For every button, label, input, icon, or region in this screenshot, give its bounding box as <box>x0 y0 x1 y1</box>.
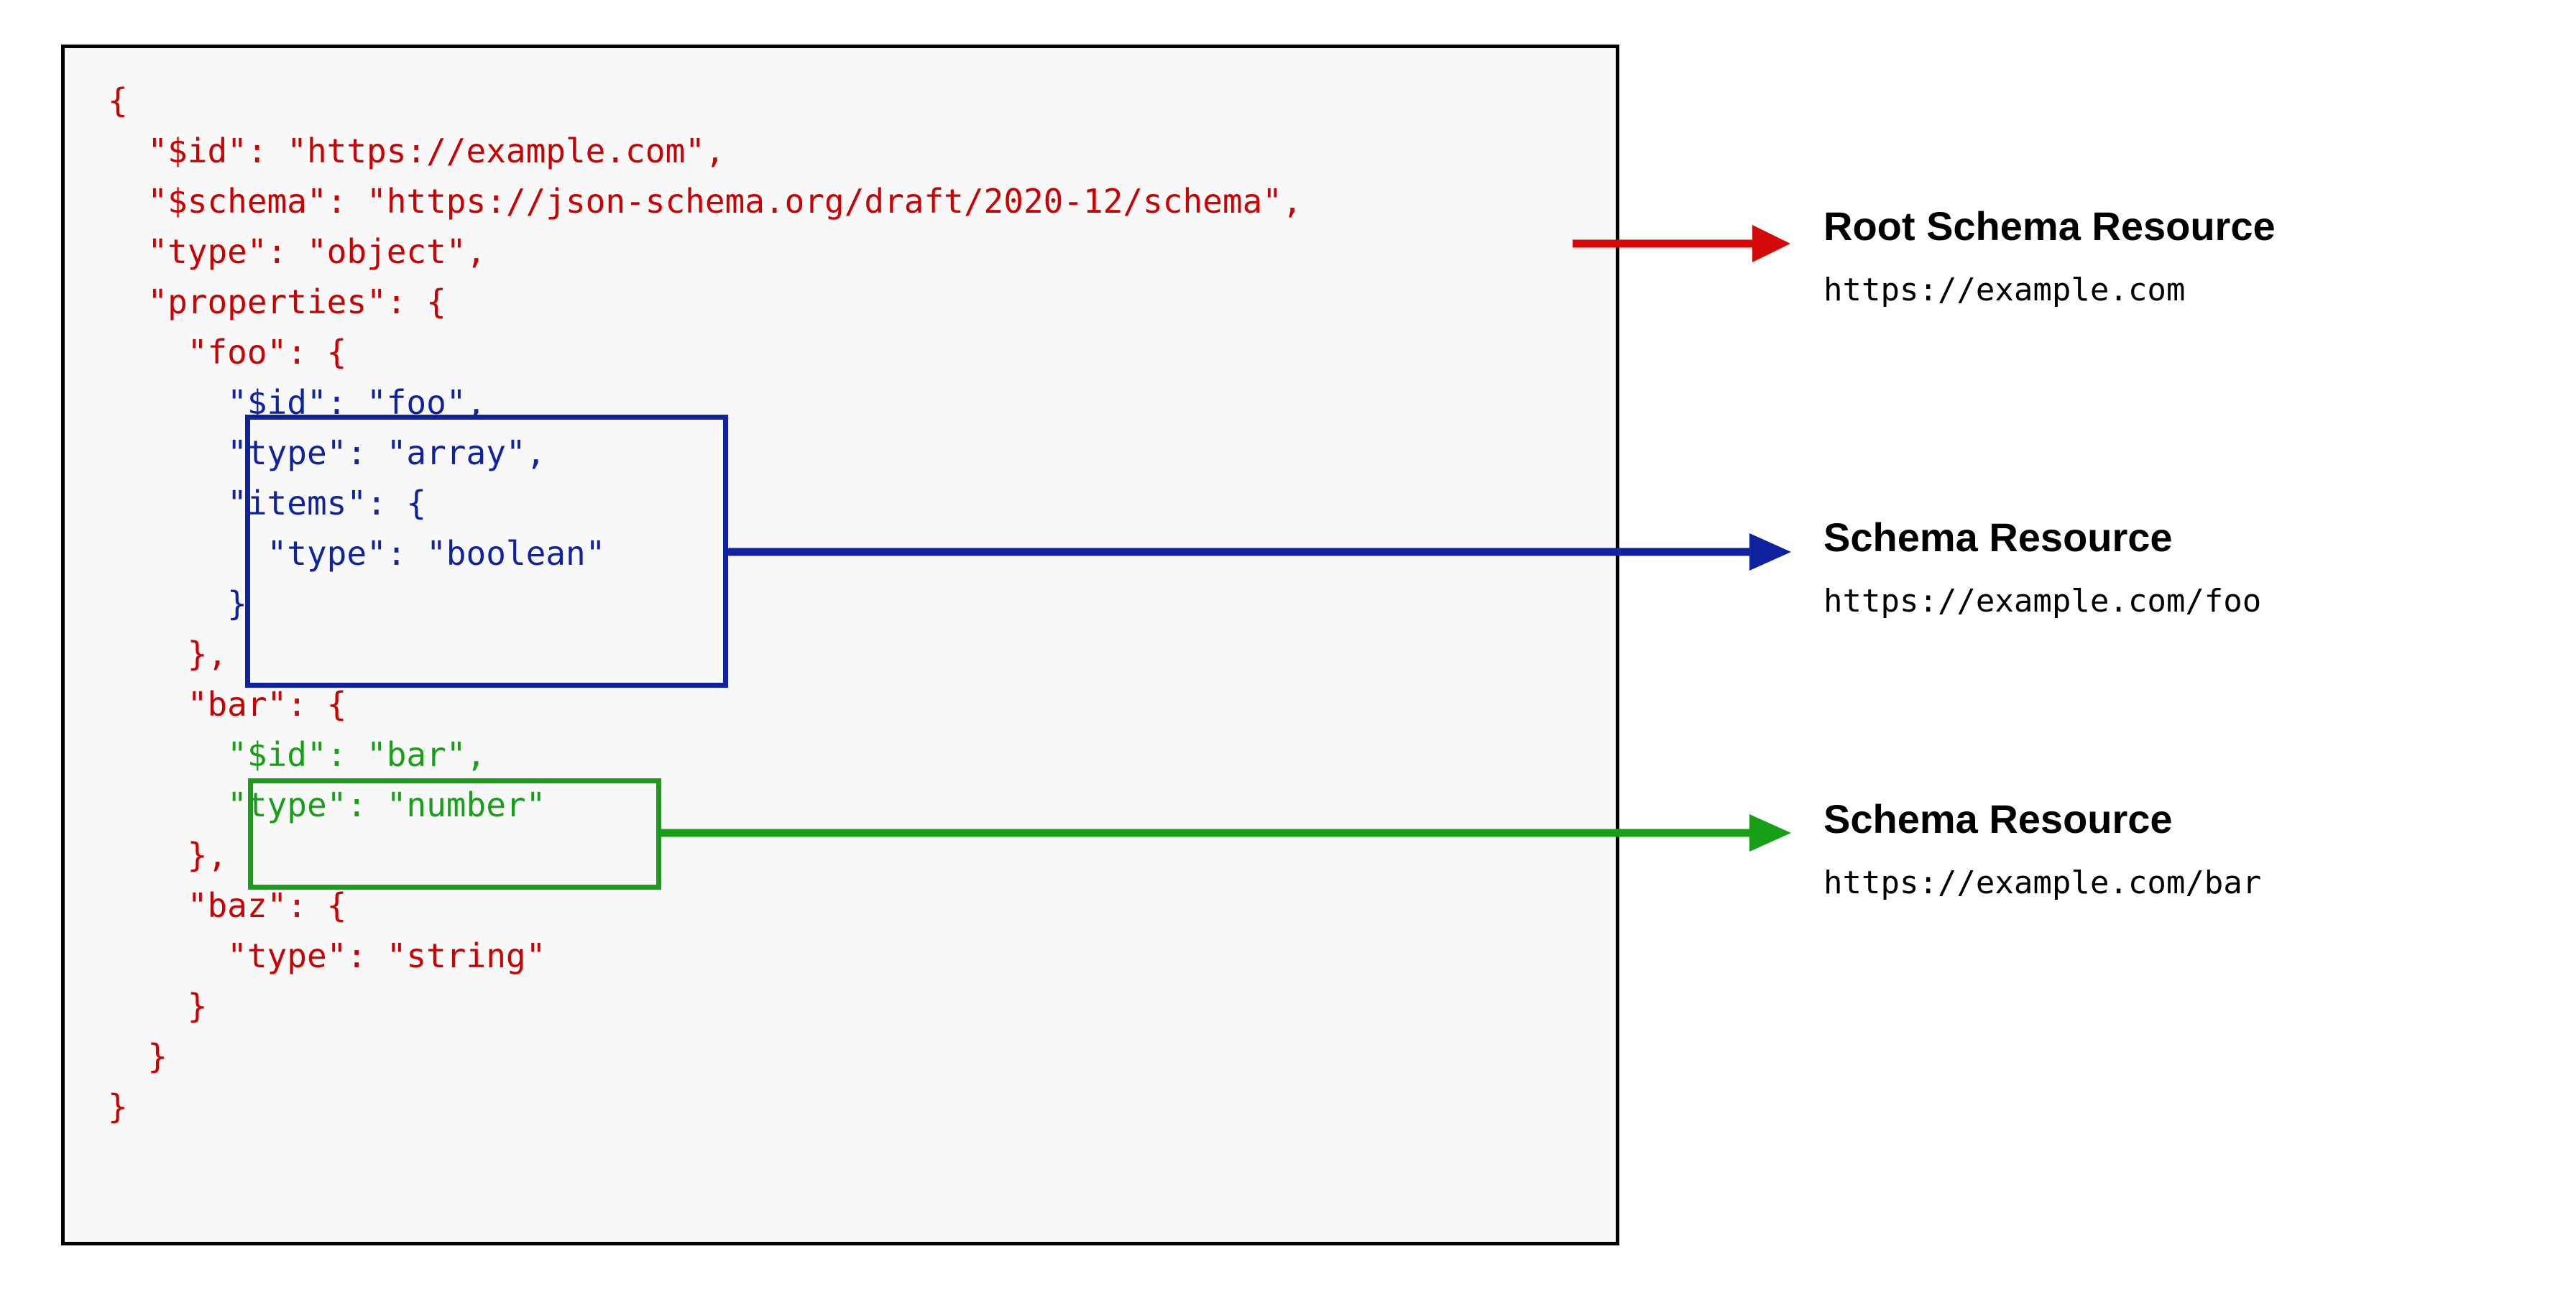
arrow-head <box>1752 225 1790 262</box>
callout-foo-schema-resource: Schema Resource https://example.com/foo <box>1823 515 2261 621</box>
callout-title: Schema Resource <box>1823 796 2173 842</box>
code-line: "properties": { <box>108 282 446 321</box>
arrow-head <box>1749 814 1791 852</box>
code-line: "type": "string" <box>108 936 546 975</box>
callout-bar-schema-resource: Schema Resource https://example.com/bar <box>1823 796 2261 903</box>
arrow-shaft <box>726 548 1757 556</box>
code-line: "type": "object", <box>108 232 487 271</box>
callout-url: https://example.com <box>1823 272 2186 308</box>
code-line: "type": "number" <box>108 785 546 824</box>
callout-url: https://example.com/foo <box>1823 583 2262 619</box>
json-schema-code: { "$id": "https://example.com", "$schema… <box>108 75 1302 1132</box>
arrow-shaft <box>1573 239 1761 248</box>
code-line: "type": "array", <box>108 433 546 472</box>
callout-url: https://example.com/bar <box>1823 865 2262 901</box>
code-line: }, <box>108 836 228 875</box>
code-line: "$id": "https://example.com", <box>108 132 725 170</box>
arrow-shaft <box>658 829 1757 837</box>
code-line: "$schema": "https://json-schema.org/draf… <box>108 182 1302 221</box>
code-line: } <box>108 584 247 623</box>
callout-root-schema-resource: Root Schema Resource https://example.com <box>1823 203 2276 310</box>
code-line: "type": "boolean" <box>108 534 606 573</box>
foo-schema-resource-highlight-box <box>245 415 728 688</box>
bar-schema-resource-highlight-box <box>248 778 661 890</box>
code-line: "$id": "bar", <box>108 735 487 774</box>
callout-title: Schema Resource <box>1823 515 2173 560</box>
code-line: } <box>108 987 208 1026</box>
code-line: "baz": { <box>108 886 347 925</box>
code-line: "bar": { <box>108 685 347 724</box>
code-panel: { "$id": "https://example.com", "$schema… <box>61 45 1619 1245</box>
code-line: } <box>108 1037 168 1076</box>
code-line: { <box>108 81 128 120</box>
code-line: }, <box>108 635 228 673</box>
callout-title: Root Schema Resource <box>1823 203 2276 249</box>
code-line: "foo": { <box>108 333 347 372</box>
code-line: } <box>108 1087 128 1126</box>
code-line: "items": { <box>108 484 427 522</box>
arrow-head <box>1749 533 1791 571</box>
